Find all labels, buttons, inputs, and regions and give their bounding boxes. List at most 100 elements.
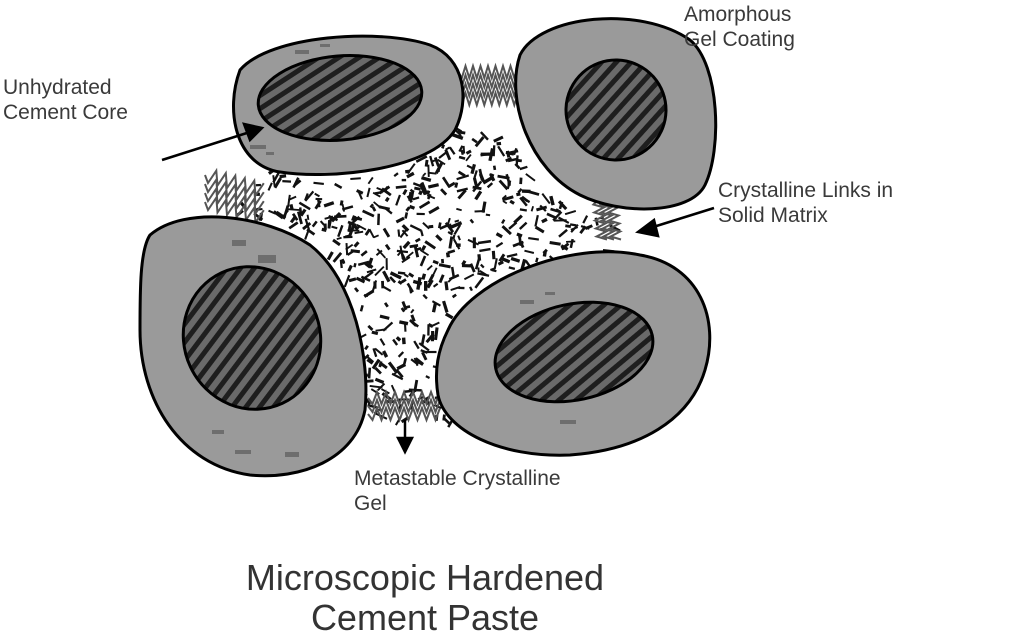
crystal-fragment [279,174,287,179]
crystal-fragment [371,206,377,212]
crystal-fragment [376,248,387,259]
crystal-fragment [463,273,475,281]
crystal-fragment [427,164,430,177]
crystal-fragment [272,175,276,187]
crystal-fragment [374,347,384,356]
crystal-fragment [298,201,311,211]
crystal-fragment [299,208,307,217]
crystal-fragment [414,237,421,243]
crystal-fragment [372,348,378,358]
crystal-fragment [332,238,341,247]
crystal-fragment [339,259,343,269]
crystal-fragment [401,229,409,237]
crystal-fragment [384,243,391,251]
crystal-fragment [502,195,514,202]
label-line: Unhydrated [3,76,112,99]
crystal-fragment [517,234,523,246]
crystal-fragment [288,221,299,230]
crystal-fragment [410,358,419,366]
crystal-fragment [421,273,427,280]
crystal-fragment [353,241,360,248]
crystal-fragment [474,258,481,270]
crystal-fragment [447,231,453,236]
label-line: Metastable Crystalline [354,467,561,490]
crystalline-link [204,185,265,217]
crystal-fragment [458,145,464,153]
crystal-fragment [477,267,480,273]
crystal-fragment [421,351,428,361]
crystal-fragment [477,239,492,245]
crystal-fragment [457,235,461,241]
crystal-fragment [409,224,422,232]
crystal-fragment [480,152,494,156]
crystal-fragment [569,238,574,249]
unhydrated-core [564,58,668,162]
crystal-fragment [323,223,327,230]
crystal-fragment [368,228,375,239]
crystal-fragment [428,224,434,229]
crystal-fragment [395,194,401,206]
crystal-fragment [331,225,338,230]
crystal-fragment [452,234,456,240]
crystal-fragment [395,368,404,379]
crystal-fragment [497,260,504,266]
crystal-fragment [510,256,521,263]
crystal-fragment [377,213,381,226]
crystalline-link [204,194,265,226]
crystal-fragment [391,372,404,381]
crystal-fragment [397,229,401,237]
crystal-fragment [413,340,420,350]
crystal-fragment [456,207,462,212]
crystal-fragment [255,192,260,196]
crystal-fragment [431,267,438,278]
crystal-fragment [317,199,321,208]
crystalline-link [204,167,265,199]
label-metastable-crystalline-gel: Metastable Crystalline Gel [354,466,561,516]
crystal-fragment [477,254,482,261]
crystal-fragment [367,257,374,266]
crystal-fragment [366,187,371,198]
crystal-fragment [293,179,302,187]
crystal-fragment [505,173,511,185]
crystal-fragment [432,259,439,265]
crystal-fragment [448,273,460,281]
crystal-fragment [360,275,371,282]
crystalline-link [457,80,519,100]
crystal-fragment [349,215,361,226]
crystal-fragment [519,165,528,171]
crystal-fragment [441,258,445,264]
crystal-fragment [519,196,528,207]
crystal-fragment [456,243,461,247]
crystal-fragment [401,224,410,232]
crystal-fragment [273,177,282,189]
crystal-fragment [428,206,440,215]
crystal-fragment [341,205,354,211]
crystal-fragment [406,163,416,175]
crystal-fragment [347,229,360,232]
crystal-fragment [326,251,334,261]
crystal-fragment [401,178,407,182]
crystal-fragment [413,379,419,393]
crystal-fragment [451,293,457,299]
crystal-fragment [582,215,589,224]
crystal-fragment [418,342,430,352]
crystal-fragment [440,188,448,196]
crystal-fragment [445,146,451,151]
crystal-fragment [479,247,491,253]
crystal-fragment [406,282,414,293]
crystal-fragment [334,214,347,219]
crystal-fragment [518,221,528,230]
crystal-fragment [414,186,421,191]
crystal-fragment [255,183,261,187]
crystal-fragment [557,200,568,211]
crystal-fragment [432,282,439,288]
crystal-fragment [384,207,393,215]
crystal-fragment [282,180,292,183]
label-crystalline-links: Crystalline Links in Solid Matrix [718,178,893,228]
crystal-fragment [448,236,454,249]
crystal-fragment [371,358,381,370]
crystal-fragment [392,338,399,346]
crystalline-link [457,89,519,109]
crystal-fragment [517,188,523,194]
unhydrated-core [181,265,323,411]
